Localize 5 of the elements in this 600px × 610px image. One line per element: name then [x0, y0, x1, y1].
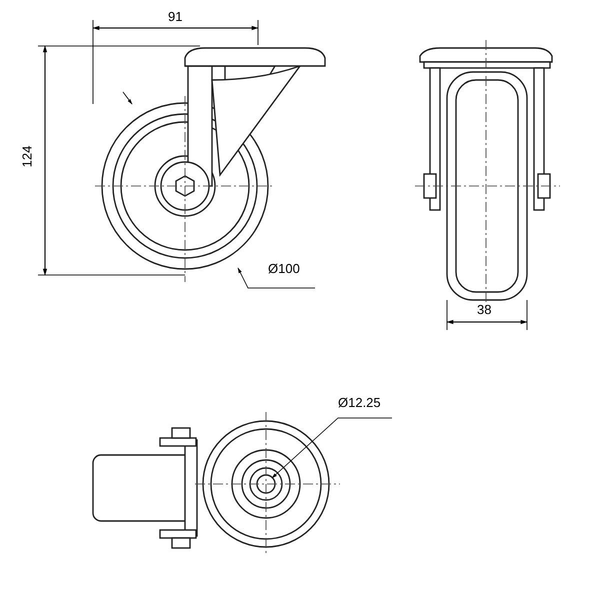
dimension-label: 38: [477, 303, 492, 316]
dimension-label: 91: [168, 10, 182, 23]
dimension-label: 124: [20, 146, 34, 168]
dimension-label: Ø100: [268, 262, 300, 275]
dimension-label: Ø12.25: [338, 396, 381, 409]
